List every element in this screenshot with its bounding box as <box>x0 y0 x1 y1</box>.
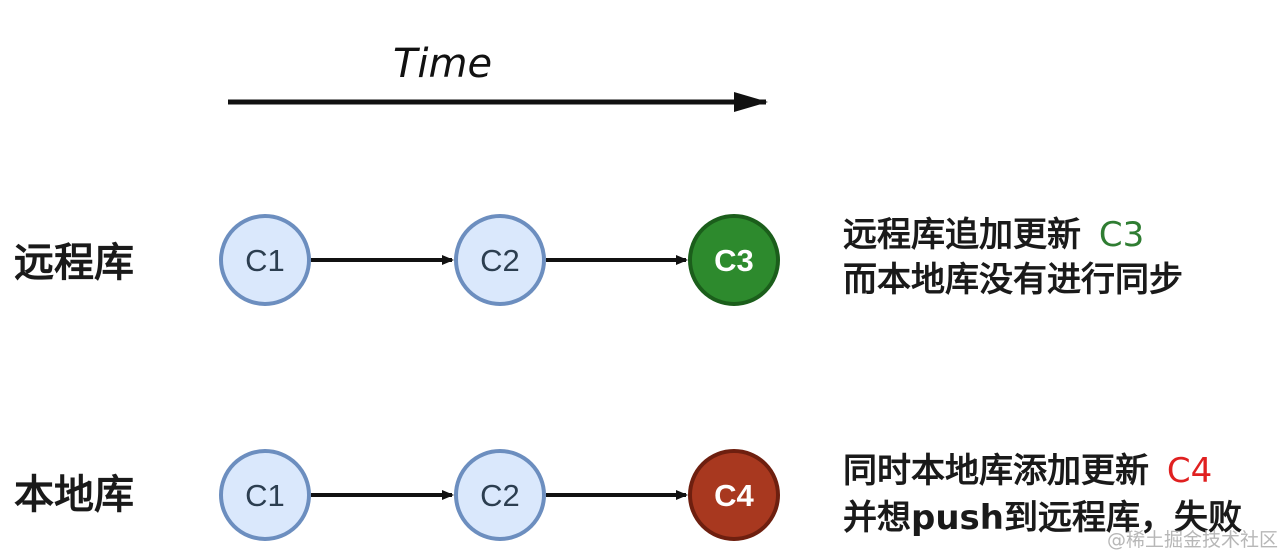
remote-commit-c3-label: C3 <box>714 243 754 278</box>
remote-commit-c3 <box>688 214 780 306</box>
remote-annotation-line1: 远程库追加更新 C3 <box>843 215 1144 255</box>
local-commit-c4 <box>688 449 780 541</box>
local-annotation-highlight: C4 <box>1167 451 1212 491</box>
local-commit-c2-label: C2 <box>480 478 520 513</box>
remote-commit-c1-label: C1 <box>245 243 285 278</box>
time-label: Time <box>393 41 492 87</box>
row-label-local: 本地库 <box>14 472 134 518</box>
remote-annotation-line2: 而本地库没有进行同步 <box>843 260 1183 300</box>
local-commit-c4-label: C4 <box>714 478 754 513</box>
local-commit-c1 <box>219 449 311 541</box>
remote-commit-c1 <box>219 214 311 306</box>
local-annotation-line1-text: 同时本地库添加更新 <box>843 451 1149 491</box>
local-annotation-line2: 并想push到远程库，失败 <box>843 498 1242 538</box>
remote-commit-c2-label: C2 <box>480 243 520 278</box>
local-commit-c1-label: C1 <box>245 478 285 513</box>
local-commit-c2 <box>454 449 546 541</box>
local-annotation-line1: 同时本地库添加更新 C4 <box>843 451 1212 491</box>
remote-commit-c2 <box>454 214 546 306</box>
watermark: @稀土掘金技术社区 <box>1107 529 1278 551</box>
row-label-remote: 远程库 <box>14 240 134 286</box>
remote-annotation-highlight: C3 <box>1099 215 1144 255</box>
remote-annotation-line1-text: 远程库追加更新 <box>843 215 1081 255</box>
